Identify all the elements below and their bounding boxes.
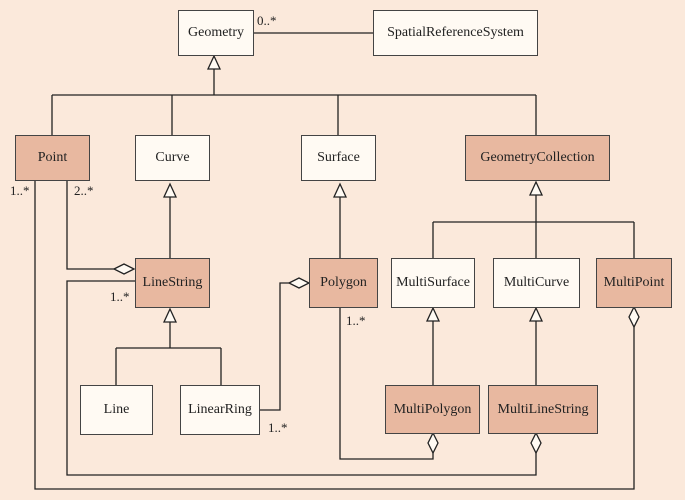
class-curve: Curve bbox=[135, 135, 210, 181]
aggregation-diamond-multipolygon bbox=[427, 431, 439, 455]
aggregation-diamond-linestring bbox=[112, 263, 136, 275]
multiplicity-linear-ring: 1..* bbox=[268, 420, 288, 435]
generalization-arrow-collection bbox=[528, 180, 544, 196]
class-multi-point: MultiPoint bbox=[596, 258, 672, 308]
class-polygon: Polygon bbox=[309, 258, 378, 308]
generalization-arrow-surface bbox=[332, 182, 348, 198]
generalization-arrow-curve bbox=[162, 182, 178, 198]
class-line: Line bbox=[80, 385, 153, 435]
aggregation-point-multipoint bbox=[34, 180, 635, 490]
class-multi-surface: MultiSurface bbox=[391, 258, 475, 308]
multiplicity-polygon: 1..* bbox=[346, 313, 366, 328]
aggregation-diamond-multilinestring bbox=[530, 431, 542, 455]
class-point: Point bbox=[15, 135, 90, 181]
class-geometry: Geometry bbox=[178, 10, 254, 56]
class-line-string: LineString bbox=[135, 258, 210, 308]
generalization-arrow-linestring bbox=[162, 307, 178, 323]
aggregation-linearring-polygon bbox=[260, 282, 289, 411]
multiplicity-point-left: 1..* bbox=[10, 183, 30, 198]
multiplicity-geometry-srs: 0..* bbox=[257, 13, 277, 28]
class-surface: Surface bbox=[301, 135, 376, 181]
class-multi-polygon: MultiPolygon bbox=[385, 385, 480, 434]
aggregation-polygon-multipolygon bbox=[339, 307, 434, 460]
generalization-arrow-multisurface bbox=[425, 306, 441, 322]
class-multi-curve: MultiCurve bbox=[493, 258, 580, 308]
multiplicity-line-string: 1..* bbox=[110, 289, 130, 304]
class-geometry-collection: GeometryCollection bbox=[465, 135, 610, 181]
aggregation-point-linestring bbox=[66, 180, 114, 270]
class-spatial-reference-system: SpatialReferenceSystem bbox=[373, 10, 538, 56]
multiplicity-point-right: 2..* bbox=[74, 183, 94, 198]
aggregation-diamond-multipoint bbox=[628, 305, 640, 329]
generalization-arrow-multicurve bbox=[528, 306, 544, 322]
class-linear-ring: LinearRing bbox=[180, 385, 260, 435]
class-multi-line-string: MultiLineString bbox=[488, 385, 598, 434]
aggregation-linestring-multilinestring bbox=[66, 280, 537, 476]
generalization-arrow-geometry bbox=[206, 54, 222, 70]
aggregation-diamond-polygon bbox=[287, 277, 311, 289]
